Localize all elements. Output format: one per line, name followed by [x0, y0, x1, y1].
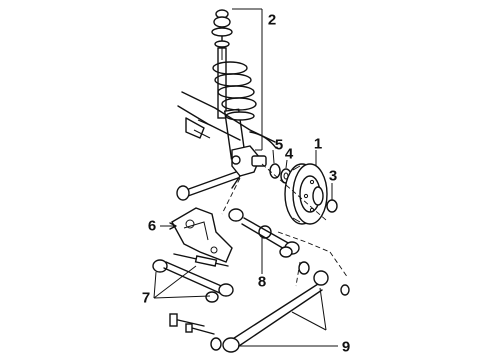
lower-control-arms: [152, 253, 234, 327]
callout-8: 8: [257, 273, 267, 291]
callout-7: 7: [141, 289, 151, 307]
callout-2: 2: [267, 11, 277, 29]
control-arm-8: [228, 208, 300, 258]
mounting-bracket: [171, 207, 233, 263]
lateral-link-upper: [176, 171, 239, 201]
brake-drum: [284, 163, 328, 225]
callout-3: 3: [328, 167, 338, 185]
callout-6: 6: [147, 217, 157, 235]
strut-top-mount: [211, 9, 233, 48]
trailing-arm: [185, 261, 350, 353]
callout-4: 4: [284, 145, 294, 163]
hub-nut: [326, 183, 338, 213]
callout-5: 5: [274, 136, 284, 154]
callout-9: 9: [341, 338, 351, 356]
callout-2-bracket: [232, 8, 263, 151]
callout-leaders: [153, 149, 338, 347]
coil-spring: [212, 61, 257, 121]
spindle-knuckle: [231, 145, 267, 189]
body-frame: [177, 91, 277, 149]
callout-1: 1: [313, 135, 323, 153]
